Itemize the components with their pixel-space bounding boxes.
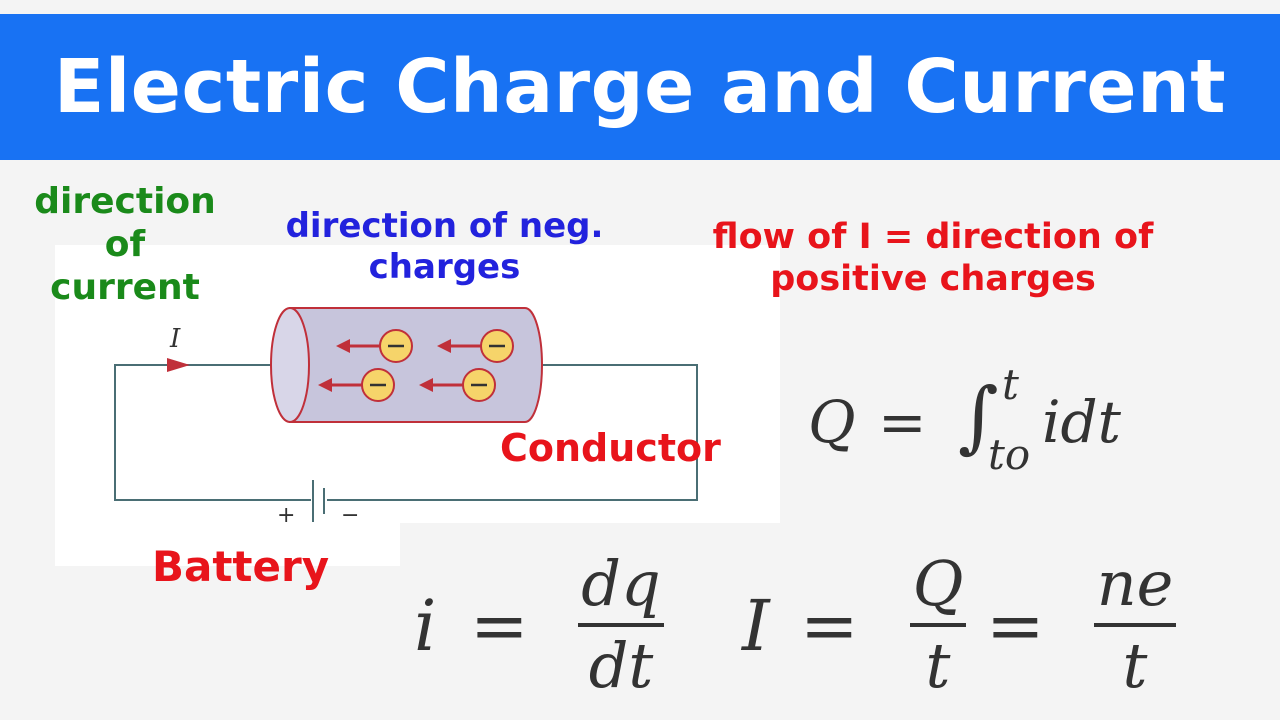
fraction-bar (910, 623, 966, 627)
battery-plus-sign: + (277, 503, 295, 528)
fraction-numerator: dq (581, 547, 661, 620)
fraction-numerator: ne (1096, 547, 1174, 620)
fraction-Q-t: Q t (910, 553, 966, 697)
neg-charges-line: charges (368, 246, 521, 287)
fraction-denominator: dt (588, 629, 654, 702)
integral-sign: ∫ (958, 372, 999, 462)
top-band (0, 0, 1280, 14)
neg-charges-label: direction of neg. charges (262, 206, 627, 288)
integral-upper-limit: t (1002, 360, 1019, 409)
current-symbol: I (169, 324, 181, 354)
eq-equals: = (986, 585, 1045, 667)
direction-of-current-label: direction of current (25, 180, 225, 310)
integrand: idt (1042, 388, 1121, 456)
eq-lhs-q: Q (808, 388, 856, 456)
current-arrow (167, 358, 190, 372)
wire-left-top (114, 364, 312, 501)
charge-arrowhead (437, 339, 451, 353)
fraction-denominator: t (925, 629, 951, 702)
conductor-body (289, 307, 543, 423)
wire-right (326, 364, 698, 501)
charge-arrowhead (419, 378, 433, 392)
diagram-background-lower (55, 520, 400, 566)
eq-equals: = (470, 585, 529, 667)
direction-of-current-line: direction (34, 181, 216, 222)
flow-of-current-line: flow of I = direction of (712, 217, 1154, 257)
eq-lhs-I: I (742, 585, 770, 667)
battery-minus-sign: − (341, 503, 359, 528)
eq-equals: = (800, 585, 859, 667)
fraction-numerator: Q (912, 547, 964, 620)
page-title: Electric Charge and Current (53, 44, 1227, 130)
direction-of-current-line: current (50, 267, 200, 309)
direction-of-current-line: of (104, 224, 146, 266)
fraction-bar (1094, 623, 1176, 627)
eq-equals: = (878, 388, 927, 456)
flow-of-current-label: flow of I = direction of positive charge… (688, 216, 1178, 300)
eq-lhs-i: i (414, 585, 437, 667)
neg-charges-line: direction of neg. (285, 206, 604, 246)
charge-arrowhead (318, 378, 332, 392)
negative-charge-group (318, 329, 514, 402)
battery-label: Battery (152, 542, 330, 591)
title-banner: Electric Charge and Current (0, 14, 1280, 160)
fraction-bar (578, 623, 664, 627)
fraction-dq-dt: dq dt (578, 553, 664, 697)
fraction-denominator: t (1122, 629, 1148, 702)
fraction-ne-t: ne t (1094, 553, 1176, 697)
charge-arrowhead (336, 339, 350, 353)
conductor-end-left (270, 307, 310, 423)
integral-lower-limit: to (988, 430, 1031, 479)
flow-of-current-line: positive charges (770, 259, 1096, 299)
conductor-label: Conductor (500, 426, 721, 470)
